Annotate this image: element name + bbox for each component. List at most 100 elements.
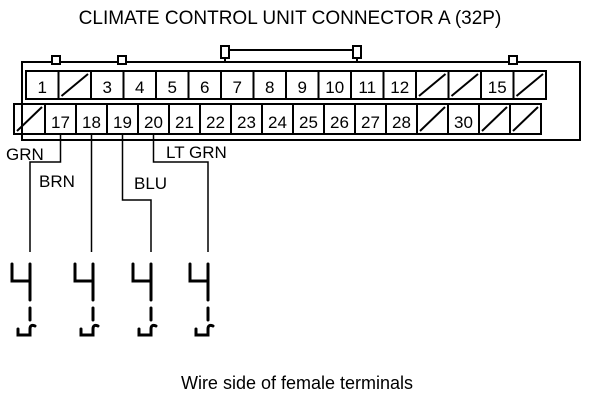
terminal-contact [188, 262, 210, 302]
terminal-crimp [16, 306, 37, 337]
female-terminal-icon [188, 262, 215, 337]
pin-number-label: 3 [103, 78, 112, 97]
pin-cavity-26: 26 [323, 103, 356, 135]
female-terminal-icon [131, 262, 158, 337]
cavity-outline [509, 103, 542, 135]
diagram-caption: Wire side of female terminals [181, 373, 413, 393]
wire-pin-20: LT GRN [152, 134, 227, 337]
female-terminal-icon [73, 262, 100, 337]
cavity-outline [512, 70, 547, 100]
pin-cavity-11: 11 [350, 70, 385, 100]
wire-pin-18: BRN [39, 134, 100, 337]
connector-lock-tab [224, 49, 358, 62]
pin-number-label: 1 [38, 78, 47, 97]
pin-cavity-22: 22 [199, 103, 232, 135]
lock-tab-right-nub [352, 45, 362, 59]
pin-number-label: 28 [392, 113, 411, 132]
pin-cavity-20: 20 [137, 103, 170, 135]
blank-cavity [447, 70, 482, 100]
connector-bottom-row: 17 18 19 20 21 22 23 24 25 26 27 28 30 [13, 103, 542, 135]
pin-cavity-27: 27 [354, 103, 387, 135]
pin-number-label: 25 [299, 113, 318, 132]
wire-harness: GRN BRN BLU LT GRN [6, 134, 227, 337]
pin-cavity-12: 12 [382, 70, 417, 100]
blank-cavity [478, 103, 511, 135]
terminal-crimp [137, 306, 158, 337]
pin-cavity-21: 21 [168, 103, 201, 135]
blank-cavity [415, 70, 450, 100]
terminal-crimp [194, 306, 215, 337]
pin-number-label: 18 [82, 113, 101, 132]
diagram-title: CLIMATE CONTROL UNIT CONNECTOR A (32P) [79, 8, 502, 29]
pin-cavity-6: 6 [187, 70, 222, 100]
blank-cavity-slash [450, 73, 479, 97]
blank-cavity [57, 70, 92, 100]
pin-cavity-7: 7 [220, 70, 255, 100]
pin-number-label: 19 [113, 113, 132, 132]
blank-cavity [416, 103, 449, 135]
wire-line [29, 134, 62, 252]
connector-housing [21, 45, 581, 141]
pin-cavity-24: 24 [261, 103, 294, 135]
keying-notch-left [51, 55, 61, 65]
pin-cavity-23: 23 [230, 103, 263, 135]
wire-color-label: LT GRN [166, 143, 227, 162]
terminal-contact [131, 262, 153, 302]
pin-number-label: 4 [135, 78, 144, 97]
pin-cavity-8: 8 [252, 70, 287, 100]
wire-color-label: BLU [134, 174, 167, 193]
keying-notch-mid [117, 55, 127, 65]
pin-cavity-1: 1 [25, 70, 60, 100]
pin-number-label: 12 [390, 78, 409, 97]
pin-number-label: 9 [298, 78, 307, 97]
pin-cavity-18: 18 [75, 103, 108, 135]
pin-number-label: 21 [175, 113, 194, 132]
blank-cavity-slash [16, 106, 43, 132]
blank-cavity-slash [515, 73, 544, 97]
terminal-contact [10, 262, 32, 302]
pin-cavity-25: 25 [292, 103, 325, 135]
blank-cavity [509, 103, 542, 135]
lock-tab-left-nub [220, 45, 230, 59]
pin-cavity-17: 17 [44, 103, 77, 135]
female-terminal-icon [10, 262, 37, 337]
pin-number-label: 10 [325, 78, 344, 97]
blank-cavity-slash [418, 73, 447, 97]
pin-cavity-28: 28 [385, 103, 418, 135]
pin-number-label: 22 [206, 113, 225, 132]
pin-cavity-19: 19 [106, 103, 139, 135]
pin-cavity-10: 10 [317, 70, 352, 100]
pin-cavity-4: 4 [122, 70, 157, 100]
pin-cavity-3: 3 [90, 70, 125, 100]
blank-cavity-slash [481, 106, 508, 132]
pin-cavity-30: 30 [447, 103, 480, 135]
pin-number-label: 7 [233, 78, 242, 97]
pin-cavity-5: 5 [155, 70, 190, 100]
connector-outer-shell [21, 61, 581, 141]
blank-cavity [512, 70, 547, 100]
wire-line [121, 134, 152, 252]
wire-pin-19: BLU [121, 134, 167, 337]
terminal-crimp [79, 306, 100, 337]
terminal-contact [73, 262, 95, 302]
wire-pin-17: GRN [6, 134, 62, 337]
pin-number-label: 8 [265, 78, 274, 97]
wire-color-label: GRN [6, 145, 44, 164]
wire-color-label: BRN [39, 172, 75, 191]
pin-number-label: 20 [144, 113, 163, 132]
pin-number-label: 26 [330, 113, 349, 132]
blank-cavity-slash [60, 73, 89, 97]
blank-cavity-slash [419, 106, 446, 132]
pin-number-label: 5 [168, 78, 177, 97]
keying-notch-right [508, 55, 518, 65]
pin-number-label: 30 [454, 113, 473, 132]
pin-cavity-9: 9 [285, 70, 320, 100]
blank-cavity-slash [512, 106, 539, 132]
wire-line [152, 134, 209, 252]
pin-number-label: 24 [268, 113, 287, 132]
pin-number-label: 23 [237, 113, 256, 132]
pin-number-label: 11 [358, 78, 376, 97]
